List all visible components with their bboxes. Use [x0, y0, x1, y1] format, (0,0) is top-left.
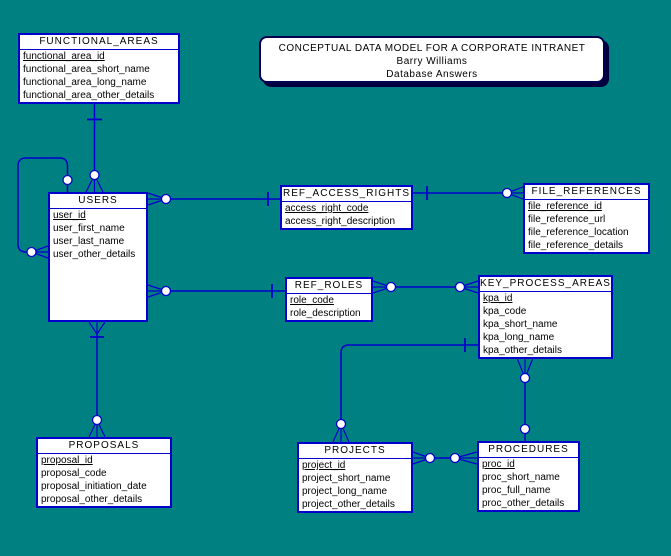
entity-proposals[interactable]: PROPOSALS proposal_id proposal_code prop… — [36, 437, 172, 508]
attribute-pk: file_reference_id — [528, 201, 602, 212]
rel-key-process-areas-projects — [332, 338, 478, 443]
entity-title: KEY_PROCESS_AREAS — [480, 277, 611, 292]
attribute: role_description — [290, 308, 361, 319]
attribute: project_short_name — [302, 473, 391, 484]
diagram-title-box: CONCEPTUAL DATA MODEL FOR A CORPORATE IN… — [259, 36, 605, 83]
attribute-pk: proc_id — [482, 459, 515, 470]
attribute: kpa_other_details — [483, 345, 562, 356]
attribute: proposal_initiation_date — [41, 481, 147, 492]
attribute-pk: user_id — [53, 210, 86, 221]
attribute: user_first_name — [53, 223, 125, 234]
attribute-pk: project_id — [302, 460, 346, 471]
attribute: user_last_name — [53, 236, 125, 247]
rel-projects-procedures — [412, 451, 478, 465]
entity-title: PROJECTS — [299, 444, 411, 459]
entity-title: PROCEDURES — [479, 443, 578, 458]
entity-ref-access-rights[interactable]: REF_ACCESS_RIGHTS access_right_code acce… — [280, 185, 413, 230]
attribute: proc_full_name — [482, 485, 551, 496]
entity-title: FILE_REFERENCES — [525, 185, 648, 200]
entity-ref-roles[interactable]: REF_ROLES role_code role_description — [285, 277, 373, 322]
attribute-pk: functional_area_id — [23, 51, 105, 62]
entity-functional-areas[interactable]: FUNCTIONAL_AREAS functional_area_id func… — [18, 33, 180, 104]
attribute-pk: access_right_code — [285, 203, 369, 214]
entity-procedures[interactable]: PROCEDURES proc_id proc_short_name proc_… — [477, 441, 580, 512]
attribute: file_reference_details — [528, 240, 624, 251]
entity-title: REF_ACCESS_RIGHTS — [282, 187, 411, 202]
entity-title: PROPOSALS — [38, 439, 170, 454]
attribute-pk: role_code — [290, 295, 334, 306]
attribute: proposal_other_details — [41, 494, 143, 505]
attribute: access_right_description — [285, 216, 396, 227]
diagram-source: Database Answers — [386, 69, 478, 80]
attribute: functional_area_other_details — [23, 90, 155, 101]
attribute: user_other_details — [53, 249, 136, 260]
entity-projects[interactable]: PROJECTS project_id project_short_name p… — [297, 442, 413, 513]
attribute-pk: proposal_id — [41, 455, 93, 466]
attribute: functional_area_long_name — [23, 77, 147, 88]
entity-file-references[interactable]: FILE_REFERENCES file_reference_id file_r… — [523, 183, 650, 254]
diagram-title: CONCEPTUAL DATA MODEL FOR A CORPORATE IN… — [278, 43, 586, 54]
entity-title: FUNCTIONAL_AREAS — [20, 35, 178, 50]
optionality-circles — [26, 169, 531, 464]
attribute: proposal_code — [41, 468, 107, 479]
attribute: proc_short_name — [482, 472, 560, 483]
attribute-pk: kpa_id — [483, 293, 513, 304]
entity-key-process-areas[interactable]: KEY_PROCESS_AREAS kpa_id kpa_code kpa_sh… — [478, 275, 613, 359]
attribute: functional_area_short_name — [23, 64, 150, 75]
attribute: project_long_name — [302, 486, 388, 497]
entity-title: REF_ROLES — [287, 279, 371, 294]
rel-users-proposals — [88, 321, 106, 438]
entity-title: USERS — [50, 194, 146, 209]
attribute: project_other_details — [302, 499, 395, 510]
attribute: file_reference_location — [528, 227, 629, 238]
entity-users[interactable]: USERS user_id user_first_name user_last_… — [48, 192, 148, 322]
attribute: proc_other_details — [482, 498, 565, 509]
diagram-author: Barry Williams — [396, 56, 468, 67]
attribute: file_reference_url — [528, 214, 606, 225]
attribute: kpa_long_name — [483, 332, 555, 343]
attribute: kpa_code — [483, 306, 527, 317]
attribute: kpa_short_name — [483, 319, 558, 330]
